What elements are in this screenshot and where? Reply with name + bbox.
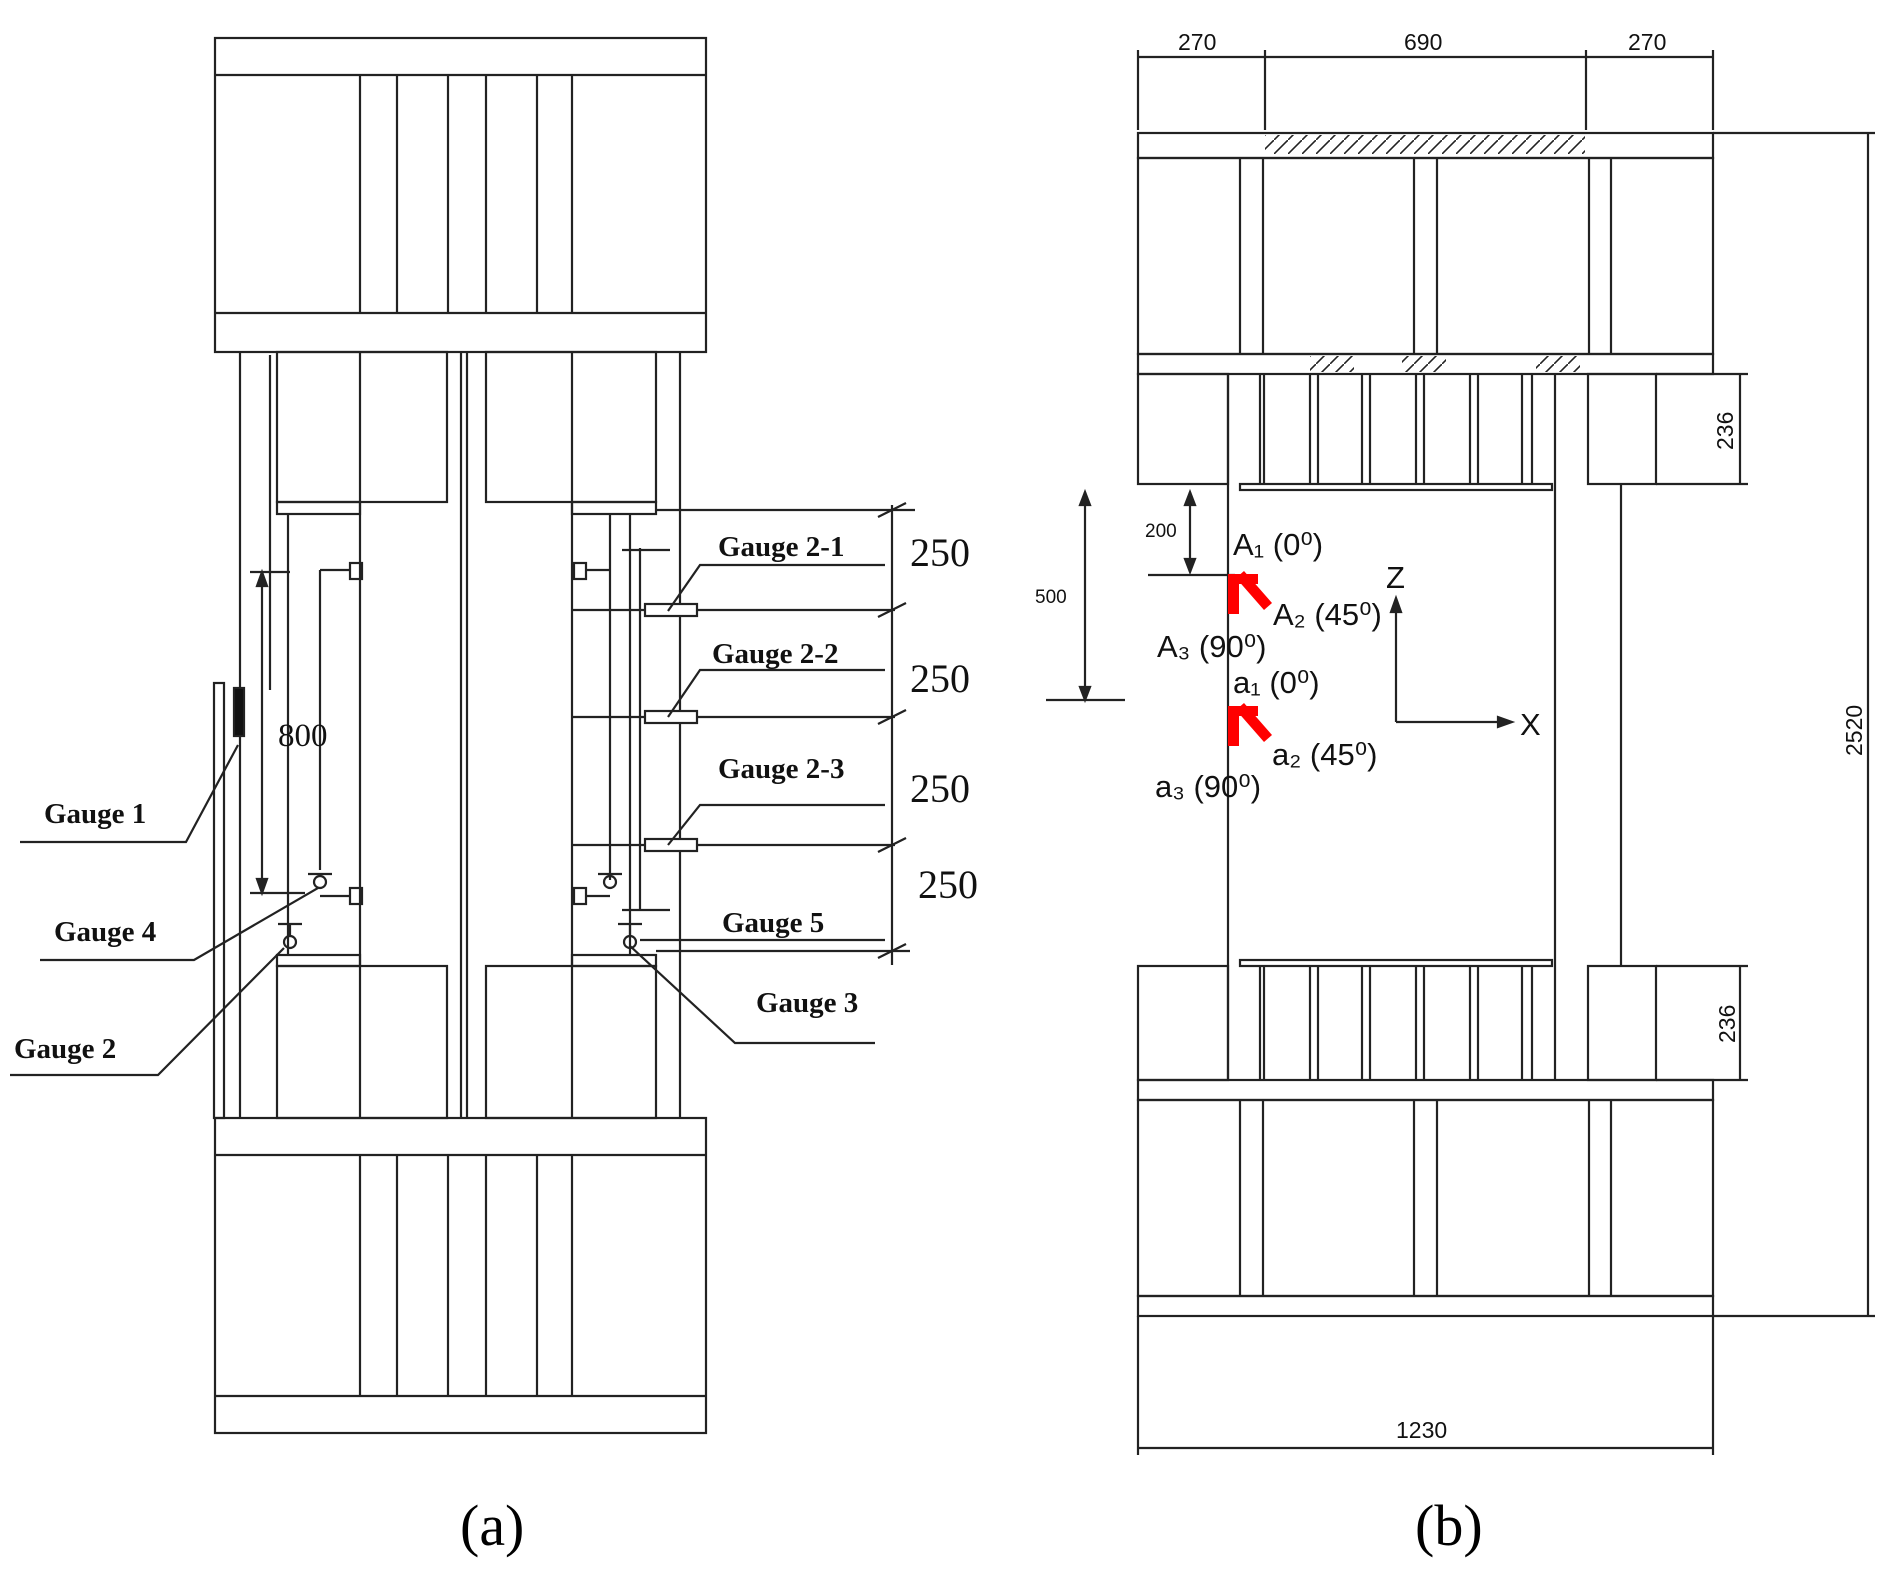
a-top-block — [213, 36, 708, 354]
dim-236-upper: 236 — [1712, 412, 1738, 450]
rosette-a3-label: a₃ (90⁰) — [1155, 769, 1261, 804]
dim-250-3: 250 — [910, 766, 970, 811]
rosette-A3-label: A₃ (90⁰) — [1157, 629, 1266, 664]
caption-a: (a) — [460, 1493, 524, 1558]
dim-270-right: 270 — [1628, 29, 1666, 55]
dim-270-left: 270 — [1178, 29, 1216, 55]
dim-236-lower: 236 — [1714, 1005, 1740, 1043]
rosette-a1-label: a₁ (0⁰) — [1233, 665, 1320, 700]
dim-800: 800 — [278, 718, 328, 754]
rosette-lower — [1228, 703, 1272, 746]
axis-x-label: X — [1520, 707, 1541, 742]
panel-a-drawing — [10, 36, 915, 1435]
dim-500: 500 — [1035, 587, 1067, 608]
gauge-2-3-label: Gauge 2-3 — [718, 753, 844, 785]
dim-2520: 2520 — [1841, 705, 1867, 756]
gauge-1-label: Gauge 1 — [44, 798, 146, 830]
dim-690: 690 — [1404, 29, 1442, 55]
gauge-4-label: Gauge 4 — [54, 916, 156, 948]
gauge-2-1-label: Gauge 2-1 — [718, 531, 844, 563]
dim-200: 200 — [1145, 521, 1177, 542]
rosette-upper — [1228, 571, 1272, 614]
panel-b-labels: 270 690 270 236 236 2520 1230 200 500 A₁… — [1035, 29, 1867, 1558]
caption-b: (b) — [1415, 1493, 1483, 1558]
rosette-a2-label: a₂ (45⁰) — [1272, 737, 1377, 772]
rosette-A1-label: A₁ (0⁰) — [1233, 527, 1323, 562]
dim-250-1: 250 — [910, 530, 970, 575]
gauge-2-2-label: Gauge 2-2 — [712, 638, 838, 670]
a-bottom-block — [213, 1116, 708, 1435]
dim-1230: 1230 — [1396, 1417, 1447, 1443]
gauge-3-label: Gauge 3 — [756, 987, 858, 1019]
gauge-2-label: Gauge 2 — [14, 1033, 116, 1065]
axis-z-label: Z — [1386, 560, 1405, 595]
panel-a-labels: Gauge 1 Gauge 4 Gauge 2 Gauge 2-1 Gauge … — [14, 530, 978, 1558]
dim-250-4: 250 — [918, 862, 978, 907]
gauge-5-label: Gauge 5 — [722, 907, 824, 939]
rosettes — [1228, 571, 1272, 746]
panel-b-drawing — [1046, 50, 1875, 1455]
rosette-A2-label: A₂ (45⁰) — [1273, 597, 1382, 632]
dim-250-2: 250 — [910, 656, 970, 701]
